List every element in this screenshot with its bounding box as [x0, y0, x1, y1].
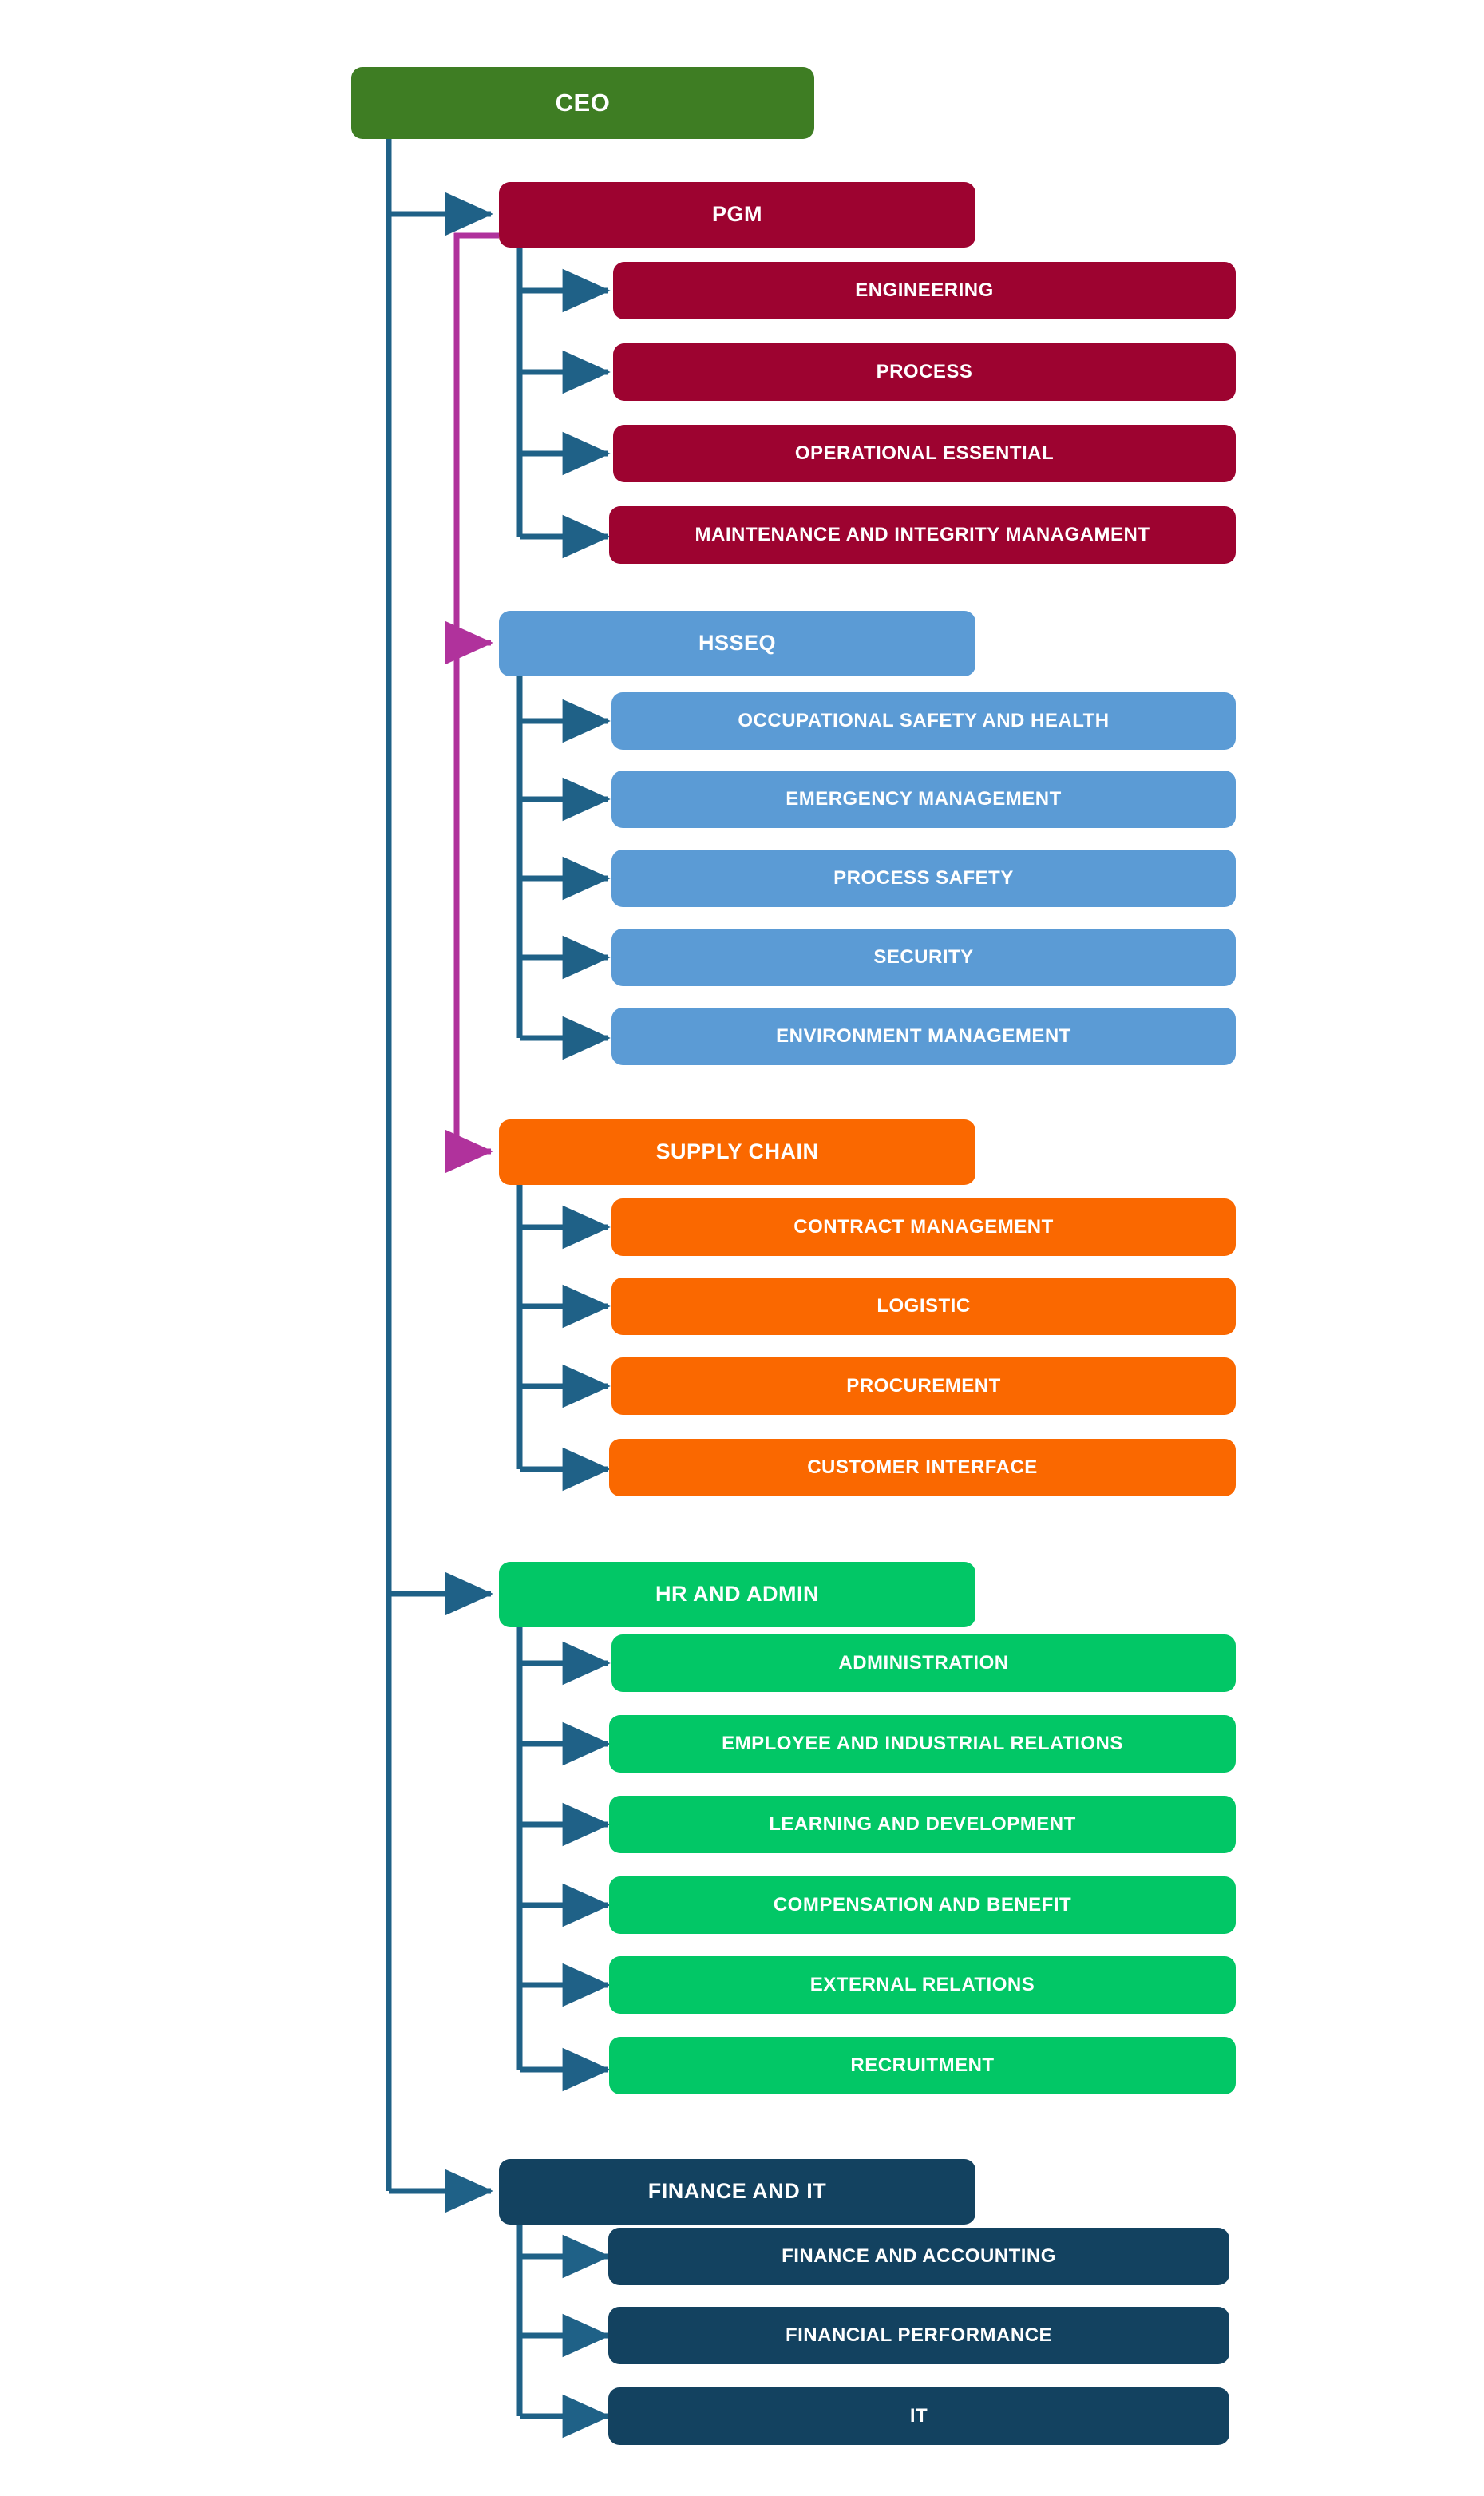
finance-children-connector — [516, 2225, 611, 2439]
node-label: RECRUITMENT — [850, 2054, 995, 2076]
node-hr-and-admin[interactable]: HR AND ADMIN — [499, 1562, 975, 1627]
node-hsseq-child-security[interactable]: SECURITY — [611, 929, 1236, 986]
node-supply-chain[interactable]: SUPPLY CHAIN — [499, 1119, 975, 1185]
node-finance-child-it[interactable]: IT — [608, 2387, 1229, 2445]
node-label: LOGISTIC — [877, 1294, 971, 1317]
node-hr-child-compensation-and-benefit[interactable]: COMPENSATION AND BENEFIT — [609, 1876, 1236, 1934]
node-label: EMERGENCY MANAGEMENT — [786, 787, 1062, 810]
node-label: ADMINISTRATION — [838, 1651, 1009, 1674]
node-label: OPERATIONAL ESSENTIAL — [794, 442, 1055, 464]
pgm-to-hsseq-supply-connector — [445, 232, 499, 1174]
node-label: OCCUPATIONAL SAFETY AND HEALTH — [738, 709, 1110, 731]
node-pgm-child-engineering[interactable]: ENGINEERING — [613, 262, 1236, 319]
node-finance-and-it-label: FINANCE AND IT — [647, 2179, 827, 2204]
node-label: PROCESS — [876, 360, 973, 382]
node-label: COMPENSATION AND BENEFIT — [773, 1893, 1072, 1916]
supply-chain-children-connector — [516, 1185, 611, 1492]
node-supply-chain-child-logistic[interactable]: LOGISTIC — [611, 1278, 1236, 1335]
node-label: SECURITY — [873, 945, 974, 968]
node-hr-child-external-relations[interactable]: EXTERNAL RELATIONS — [609, 1956, 1236, 2014]
node-pgm[interactable]: PGM — [499, 182, 975, 248]
node-supply-chain-label: SUPPLY CHAIN — [655, 1139, 819, 1164]
node-label: LEARNING AND DEVELOPMENT — [769, 1813, 1076, 1835]
node-pgm-child-maintenance-and-integrity-managament[interactable]: MAINTENANCE AND INTEGRITY MANAGAMENT — [609, 506, 1236, 564]
node-pgm-label: PGM — [711, 202, 762, 227]
node-label: FINANCE AND ACCOUNTING — [782, 2244, 1056, 2267]
node-label: CONTRACT MANAGEMENT — [793, 1215, 1054, 1238]
node-pgm-child-operational-essential[interactable]: OPERATIONAL ESSENTIAL — [613, 425, 1236, 482]
node-hr-and-admin-label: HR AND ADMIN — [655, 1582, 819, 1607]
node-hr-child-recruitment[interactable]: RECRUITMENT — [609, 2037, 1236, 2094]
node-hsseq-child-process-safety[interactable]: PROCESS SAFETY — [611, 850, 1236, 907]
node-pgm-child-process[interactable]: PROCESS — [613, 343, 1236, 401]
node-label: ENGINEERING — [855, 279, 994, 301]
node-label: EMPLOYEE AND INDUSTRIAL RELATIONS — [722, 1732, 1123, 1754]
node-finance-and-it[interactable]: FINANCE AND IT — [499, 2159, 975, 2225]
node-finance-child-financial-performance[interactable]: FINANCIAL PERFORMANCE — [608, 2307, 1229, 2364]
node-supply-chain-child-procurement[interactable]: PROCUREMENT — [611, 1357, 1236, 1415]
node-hr-child-learning-and-development[interactable]: LEARNING AND DEVELOPMENT — [609, 1796, 1236, 1853]
node-hsseq-label: HSSEQ — [698, 631, 777, 656]
node-hr-child-administration[interactable]: ADMINISTRATION — [611, 1634, 1236, 1692]
pgm-children-connector — [516, 248, 611, 559]
node-hsseq[interactable]: HSSEQ — [499, 611, 975, 676]
node-label: PROCUREMENT — [846, 1374, 1001, 1397]
node-label: PROCESS SAFETY — [833, 866, 1014, 889]
node-finance-child-finance-and-accounting[interactable]: FINANCE AND ACCOUNTING — [608, 2228, 1229, 2285]
node-label: ENVIRONMENT MANAGEMENT — [776, 1024, 1071, 1047]
hr-children-connector — [516, 1627, 611, 2092]
node-supply-chain-child-customer-interface[interactable]: CUSTOMER INTERFACE — [609, 1439, 1236, 1496]
node-label: EXTERNAL RELATIONS — [809, 1973, 1035, 1995]
node-ceo-label: CEO — [555, 88, 611, 117]
hsseq-children-connector — [516, 676, 611, 1060]
node-hsseq-child-occupational-safety-and-health[interactable]: OCCUPATIONAL SAFETY AND HEALTH — [611, 692, 1236, 750]
node-label: FINANCIAL PERFORMANCE — [785, 2324, 1053, 2346]
node-hsseq-child-environment-management[interactable]: ENVIRONMENT MANAGEMENT — [611, 1008, 1236, 1065]
node-ceo[interactable]: CEO — [351, 67, 814, 139]
node-label: MAINTENANCE AND INTEGRITY MANAGAMENT — [695, 523, 1150, 545]
node-supply-chain-child-contract-management[interactable]: CONTRACT MANAGEMENT — [611, 1198, 1236, 1256]
node-label: CUSTOMER INTERFACE — [807, 1456, 1038, 1478]
node-hsseq-child-emergency-management[interactable]: EMERGENCY MANAGEMENT — [611, 771, 1236, 828]
ceo-trunk-connector — [386, 137, 493, 2213]
node-hr-child-employee-and-industrial-relations[interactable]: EMPLOYEE AND INDUSTRIAL RELATIONS — [609, 1715, 1236, 1773]
node-label: IT — [909, 2404, 928, 2427]
